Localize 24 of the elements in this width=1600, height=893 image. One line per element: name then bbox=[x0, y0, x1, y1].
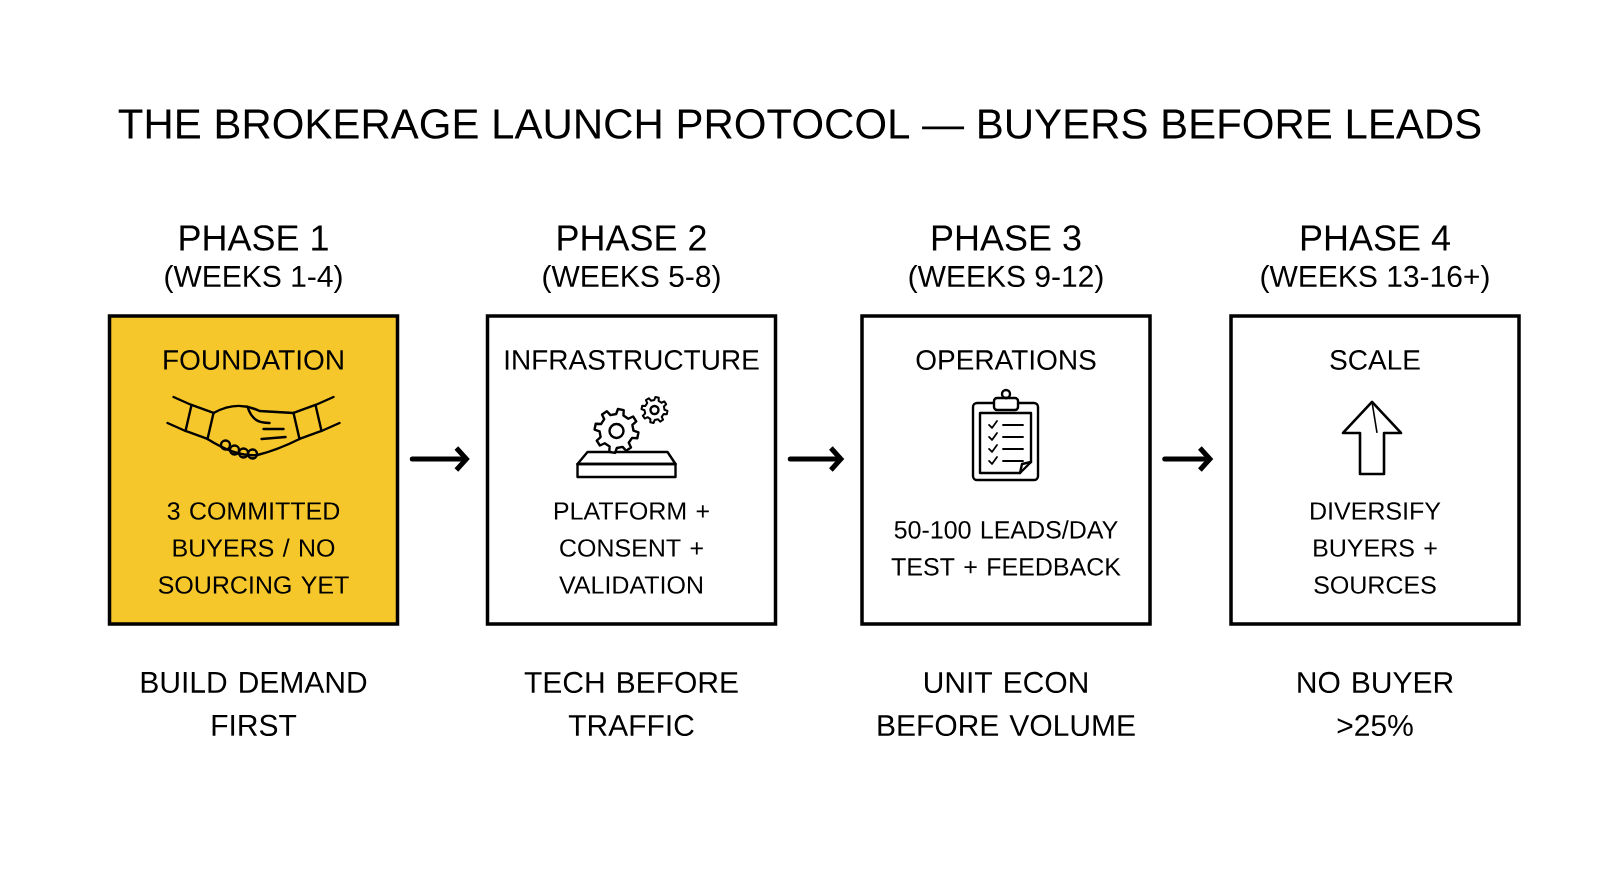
title: THE BROKERAGE LAUNCH PROTOCOL — BUYERS BEFORE LEADS bbox=[118, 109, 1481, 139]
week-range: (WEEKS 1-4) bbox=[165, 265, 342, 293]
phase-note: TECH BEFORE TRAFFIC bbox=[524, 671, 738, 737]
phase-note: UNIT ECON BEFORE VOLUME bbox=[878, 671, 1135, 737]
box-text: DIVERSIFY BUYERS + SOURCES bbox=[1311, 502, 1441, 594]
arrow bbox=[1162, 446, 1214, 472]
phase-label: PHASE 2 bbox=[558, 225, 706, 251]
box-title: INFRASTRUCTURE bbox=[505, 350, 759, 370]
phase-label: PHASE 3 bbox=[932, 225, 1081, 251]
phase-label: PHASE 1 bbox=[180, 225, 328, 251]
week-range: (WEEKS 9-12) bbox=[909, 265, 1103, 293]
arrow bbox=[409, 446, 470, 472]
box-text: PLATFORM + CONSENT + VALIDATION bbox=[554, 502, 709, 594]
phase-label: PHASE 4 bbox=[1301, 225, 1450, 251]
box-text: 50-100 LEADS/DAY TEST + FEEDBACK bbox=[891, 520, 1121, 576]
box-title: SCALE bbox=[1330, 350, 1420, 370]
phase-note: NO BUYER >25% bbox=[1298, 671, 1453, 737]
box-title: OPERATIONS bbox=[916, 350, 1096, 370]
arrow bbox=[787, 446, 845, 472]
phase-note: BUILD DEMAND FIRST bbox=[141, 672, 367, 736]
week-range: (WEEKS 13-16+) bbox=[1261, 265, 1489, 293]
box-text: 3 COMMITTED BUYERS / NO SOURCING YET bbox=[158, 502, 349, 594]
week-range: (WEEKS 5-8) bbox=[543, 265, 720, 293]
box-title: FOUNDATION bbox=[164, 350, 343, 370]
